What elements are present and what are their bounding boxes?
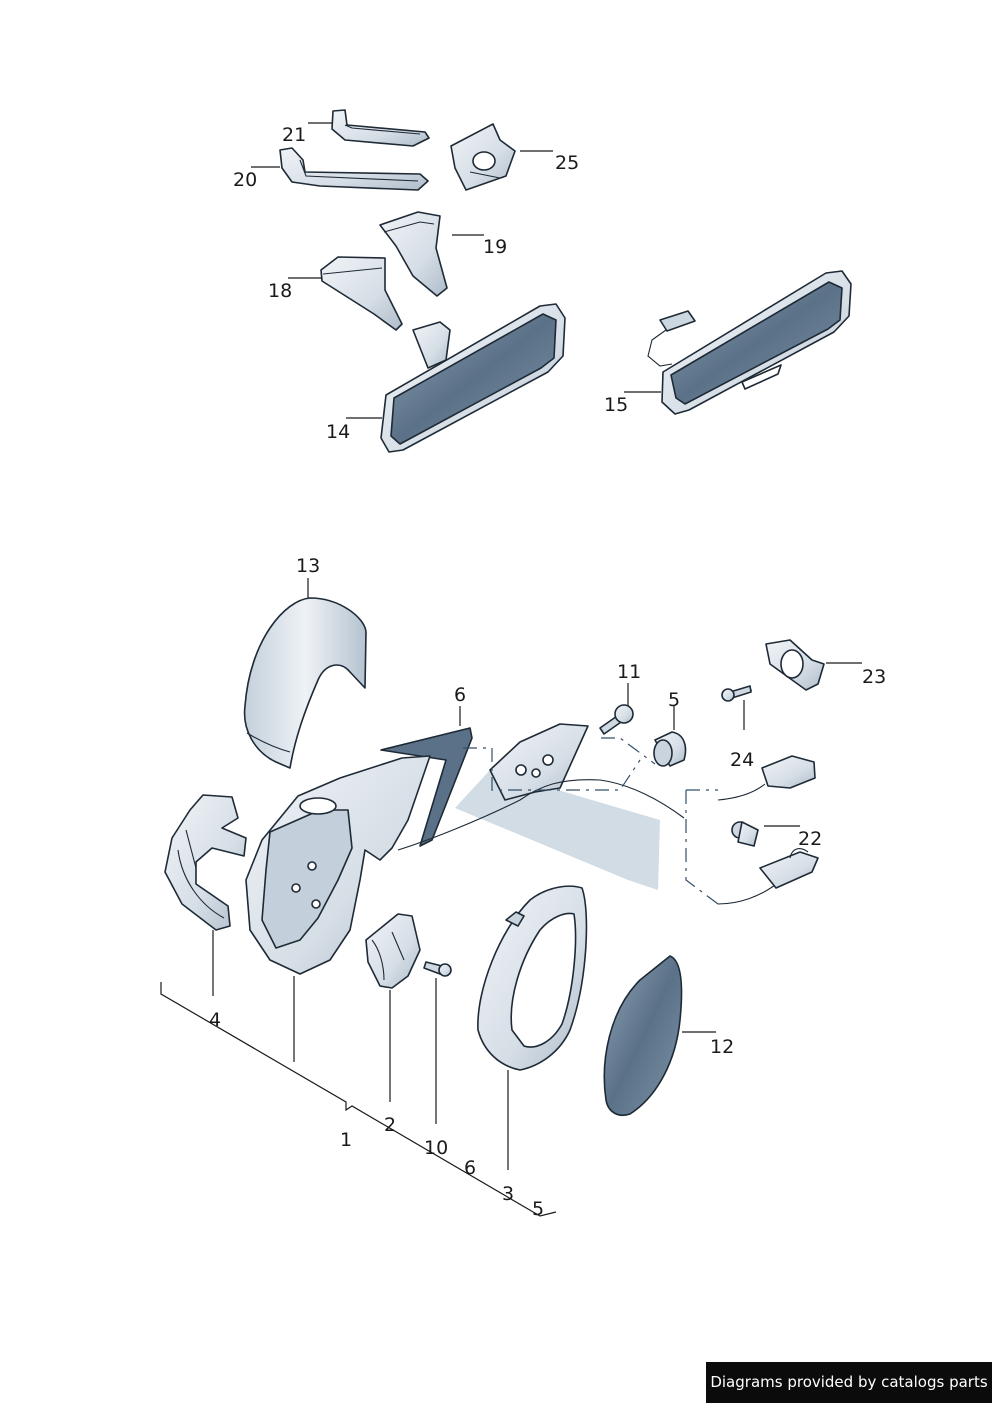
- part-19-trim-cover: [379, 211, 448, 297]
- credit-banner: Diagrams provided by catalogs parts: [706, 1362, 992, 1403]
- part-14-interior-mirror: [380, 303, 566, 453]
- callout-13: 13: [296, 555, 320, 577]
- callout-1: 1: [340, 1129, 352, 1151]
- callout-18: 18: [268, 280, 292, 302]
- callout-12: 12: [710, 1036, 734, 1058]
- part-25-bracket: [450, 123, 516, 191]
- callout-labels: 21 20 25 19 18 14 15 13 11 6 5 23 24 22 …: [209, 124, 886, 1220]
- part-13-mirror-cap: [243, 597, 367, 769]
- callout-5-top: 5: [668, 689, 680, 711]
- leader-lines: [160, 122, 862, 1217]
- part-1-mirror-housing: [245, 755, 431, 975]
- part-5-grommet: [653, 731, 687, 767]
- part-2-adjustment-motor: [365, 913, 421, 989]
- callout-22: 22: [798, 828, 822, 850]
- part-3-mirror-frame: [477, 885, 588, 1071]
- part-22-socket: [731, 821, 759, 847]
- part-18-trim-cover: [320, 256, 403, 331]
- callout-10: 10: [424, 1137, 448, 1159]
- callout-21: 21: [282, 124, 306, 146]
- part-24-screw: [721, 685, 752, 702]
- part-21-cover-strip: [331, 109, 430, 147]
- mirror-base-plate: [397, 723, 685, 890]
- callout-19: 19: [483, 236, 507, 258]
- callout-20: 20: [233, 169, 257, 191]
- wiring-connector: [717, 755, 816, 801]
- wiring-harness: [717, 848, 819, 905]
- callout-3: 3: [502, 1183, 514, 1205]
- part-4-turn-signal: [164, 794, 247, 931]
- callout-25: 25: [555, 152, 579, 174]
- callout-2: 2: [384, 1114, 396, 1136]
- callout-6-bottom: 6: [464, 1157, 476, 1179]
- part-23-bracket-plate: [765, 639, 825, 691]
- callout-15: 15: [604, 394, 628, 416]
- part-10-screw: [423, 961, 452, 977]
- part-20-cover-strip: [279, 147, 429, 191]
- callout-14: 14: [326, 421, 350, 443]
- callout-23: 23: [862, 666, 886, 688]
- callout-6-top: 6: [454, 684, 466, 706]
- part-6-gasket: [380, 727, 473, 847]
- part-12-mirror-glass: [603, 955, 683, 1116]
- part-11-screw: [599, 704, 634, 735]
- part-15-auto-dimming-mirror: [647, 270, 852, 415]
- callout-24: 24: [730, 749, 754, 771]
- callout-5-bottom: 5: [532, 1198, 544, 1220]
- callout-11: 11: [617, 661, 641, 683]
- callout-4: 4: [209, 1009, 221, 1031]
